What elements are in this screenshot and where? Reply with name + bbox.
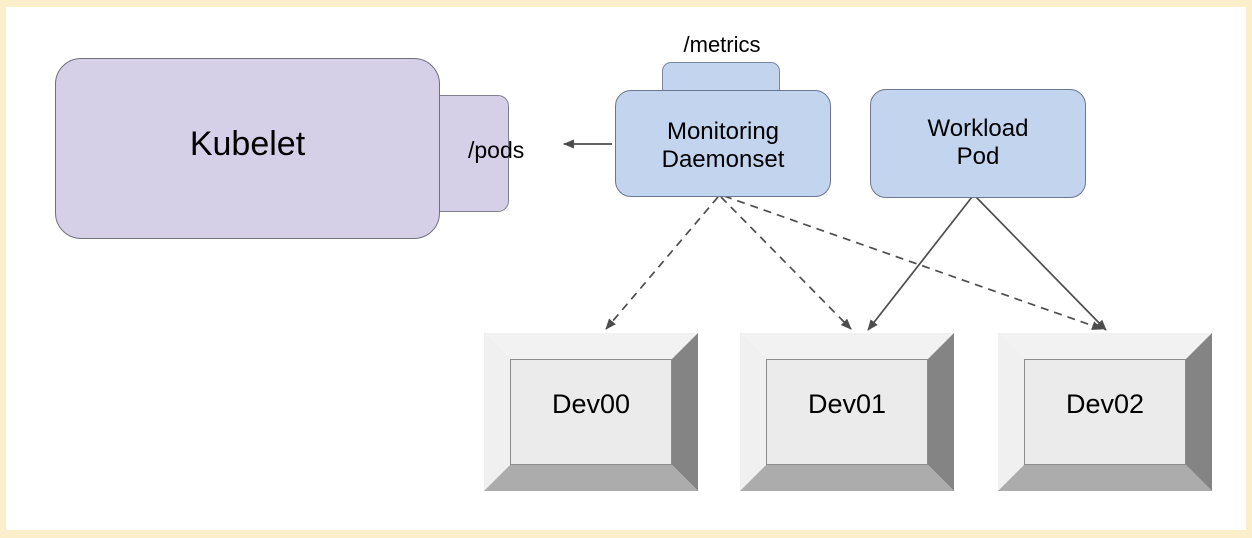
dev01-bevel-left (740, 333, 766, 491)
dev02-inner-panel (1024, 359, 1186, 465)
edge-monitor-dev00 (605, 196, 719, 330)
dev01-bevel-top (740, 333, 954, 359)
dev01-inner-panel (766, 359, 928, 465)
node-kubelet[interactable]: Kubelet (55, 58, 509, 242)
edge-workload-dev02 (975, 196, 1107, 331)
dev00-inner-panel (510, 359, 672, 465)
edge-label-pods: /pods (468, 137, 525, 163)
dev00-bevel-left (484, 333, 510, 491)
dev00-bevel-bottom (484, 465, 698, 491)
monitoring-body (615, 90, 831, 197)
dev00-bevel-top (484, 333, 698, 359)
dev00-bevel-right (672, 333, 698, 491)
dev01-bevel-right (928, 333, 954, 491)
workload-pod-body (870, 89, 1086, 198)
node-workload-pod[interactable]: Workload Pod (870, 89, 1092, 204)
kubelet-body (55, 58, 440, 239)
edge-workload-dev01 (867, 196, 973, 331)
metrics-endpoint-label: /metrics (683, 32, 761, 57)
edge-monitor-dev02 (723, 195, 1103, 330)
dev01-bevel-bottom (740, 465, 954, 491)
dev02-bevel-top (998, 333, 1212, 359)
node-monitoring-daemonset[interactable]: /metrics Monitoring Daemonset (615, 32, 837, 204)
dev02-bevel-left (998, 333, 1024, 491)
dev02-bevel-bottom (998, 465, 1212, 491)
dev02-bevel-right (1186, 333, 1212, 491)
edge-monitor-dev01 (720, 196, 852, 330)
kubelet-pods-tab (428, 95, 509, 212)
node-dev01[interactable]: Dev01 (740, 333, 954, 491)
node-dev00[interactable]: Dev00 (484, 333, 698, 491)
diagram-canvas: Kubelet /pods /metrics Monitoring Daemon… (6, 7, 1246, 530)
node-dev02[interactable]: Dev02 (998, 333, 1212, 491)
